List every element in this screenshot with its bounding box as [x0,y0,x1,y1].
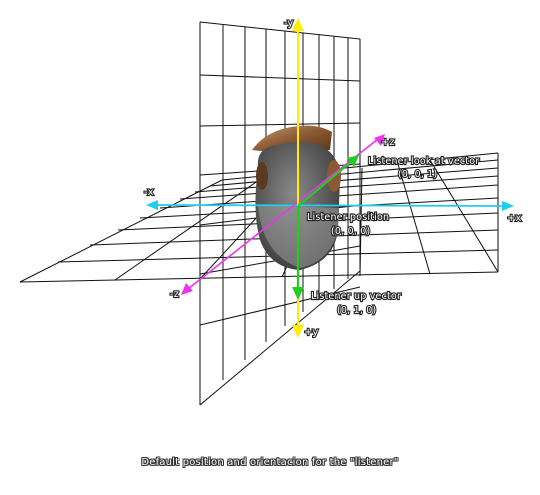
z-axis [181,134,385,295]
look-at-value: (0, 0, 1) [398,169,437,180]
position-value: (0, 0, 0) [331,226,370,237]
ear-left [256,162,268,190]
up-value: (0, 1, 0) [337,305,376,316]
look-at-title: Listener look at vector [368,156,479,167]
neg-x-label: -x [144,187,154,198]
x-axis [146,200,514,211]
neg-y-label: -y [284,18,293,29]
listener-head [252,125,341,270]
up-vector [292,206,304,300]
neg-z-label: -z [170,289,179,300]
pos-z-label: +z [381,137,395,148]
look-at-vector [297,155,359,207]
pos-y-label: +y [304,327,318,338]
figure-caption: Default position and orientacion for the… [141,457,399,468]
position-title: Listener position [307,212,389,223]
pos-x-label: +x [507,213,521,224]
up-title: Listener up vector [311,291,401,302]
